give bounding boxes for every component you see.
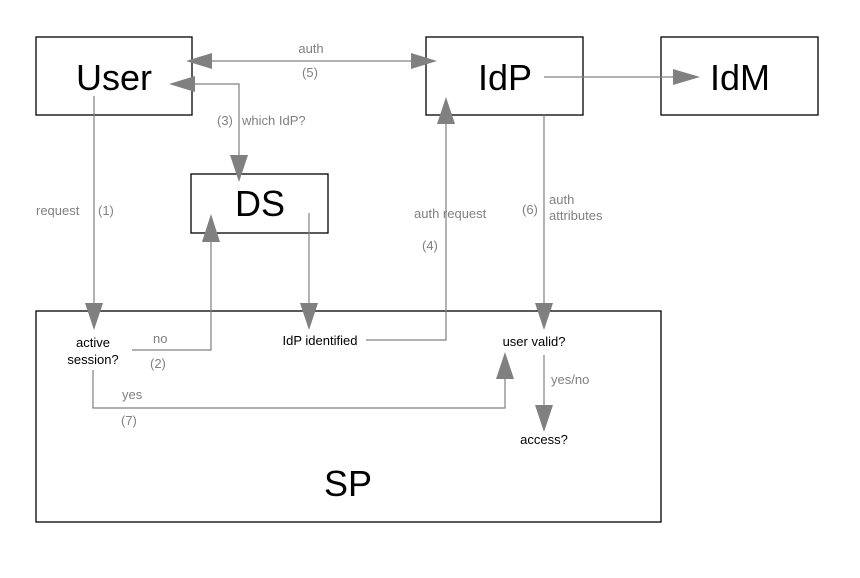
arrowhead-down [230, 155, 248, 182]
idp-node-label: IdP [478, 57, 532, 98]
idp-node [425, 36, 584, 116]
edge-no-2 [132, 214, 220, 351]
edge-ds-to-idp-identified [300, 213, 318, 330]
label-step3: (3) [217, 113, 233, 128]
sp-node-label: SP [324, 463, 372, 504]
idm-node-label: IdM [710, 57, 770, 98]
arrowhead-right [411, 53, 437, 69]
label-which-idp: which IdP? [241, 113, 306, 128]
label-no: no [153, 331, 167, 346]
arrowhead-left [186, 53, 212, 69]
label-auth-request: auth request [414, 206, 487, 221]
arrowhead-up [202, 214, 220, 242]
step-active-session-line1: active [76, 335, 110, 350]
arrowhead-up [437, 97, 455, 124]
label-step6: (6) [522, 202, 538, 217]
edge-request-1 [85, 96, 103, 330]
arrowhead-right [673, 69, 700, 85]
arrowhead-left [169, 76, 195, 92]
edge-yes-no [535, 355, 553, 432]
label-step5: (5) [302, 65, 318, 80]
step-user-valid: user valid? [503, 334, 566, 349]
label-step1: (1) [98, 203, 114, 218]
label-yes: yes [122, 387, 143, 402]
arrowhead-down [535, 303, 553, 330]
edge-which-idp-3 [169, 76, 248, 182]
step-idp-identified: IdP identified [283, 333, 358, 348]
edge-auth-request-4 [366, 97, 455, 341]
arrowhead-down [85, 303, 103, 330]
edge-yes-7 [92, 352, 514, 409]
label-step4: (4) [422, 238, 438, 253]
step-active-session-line2: session? [67, 352, 118, 367]
ds-node-label: DS [235, 183, 285, 224]
edge-auth-5 [186, 53, 437, 69]
label-step7: (7) [121, 413, 137, 428]
arrowhead-down [300, 303, 318, 330]
label-auth-attr-line2: attributes [549, 208, 603, 223]
sp-node [35, 310, 662, 523]
user-node-label: User [76, 57, 152, 98]
user-node [35, 36, 193, 116]
arrowhead-down [535, 405, 553, 432]
step-access: access? [520, 432, 568, 447]
label-request: request [36, 203, 80, 218]
label-auth: auth [298, 41, 323, 56]
label-auth-attr-line1: auth [549, 192, 574, 207]
edge-idp-to-idm [544, 69, 700, 85]
label-step2: (2) [150, 356, 166, 371]
arrowhead-up [496, 352, 514, 379]
edge-auth-attributes-6 [535, 115, 553, 330]
label-yes-no: yes/no [551, 372, 589, 387]
